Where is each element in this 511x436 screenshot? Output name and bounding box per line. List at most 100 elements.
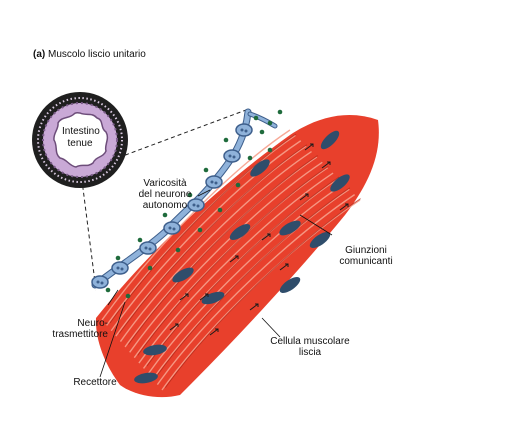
neurotransmitter-vesicle	[115, 255, 121, 261]
varicosity	[223, 149, 241, 163]
varicosity-vesicle	[120, 267, 124, 271]
gap-junction-mark	[279, 263, 289, 271]
varicosity	[235, 123, 253, 137]
gap-junction-mark	[209, 328, 219, 336]
nucleus	[201, 291, 225, 305]
varicosity-vesicle	[144, 246, 148, 250]
label-cellula-line1: Cellula muscolare	[270, 336, 350, 347]
varicosity-vesicle	[96, 280, 100, 284]
label-giunzioni: Giunzioni comunicanti	[330, 245, 402, 267]
neurotransmitter-vesicle	[247, 155, 253, 161]
label-varicosita-line3: autonomo	[142, 200, 188, 211]
varicosity	[187, 198, 205, 212]
inset-label-line1: Intestino	[62, 126, 100, 137]
neurotransmitter-vesicle	[125, 293, 131, 299]
varicosity-vesicle	[210, 180, 214, 184]
nucleus	[309, 231, 331, 249]
neurotransmitter-vesicle	[277, 109, 283, 115]
varicosity	[91, 275, 109, 289]
label-varicosita: Varicosità del neurone autonomo	[122, 178, 208, 211]
neurotransmitter-vesicle	[253, 115, 259, 121]
gap-junction-mark	[199, 293, 209, 301]
neurotransmitter-vesicle	[267, 147, 273, 153]
smooth-muscle-tissue	[95, 115, 379, 398]
varicosity-vesicle	[172, 227, 176, 231]
muscle-fiber	[147, 183, 345, 375]
label-neurotrasmettitore-line2: trasmettitore	[52, 329, 108, 340]
varicosity-vesicle	[100, 281, 104, 285]
neurotransmitter-vesicle	[162, 212, 168, 218]
label-varicosita-line2: del neurone	[138, 189, 192, 200]
varicosity-vesicle	[228, 154, 232, 158]
nucleus	[229, 223, 251, 241]
neurotransmitter-vesicle	[235, 182, 241, 188]
neurotransmitter-vesicle	[137, 237, 143, 243]
panel-letter: (a)	[33, 49, 46, 60]
varicosity-vesicle	[168, 226, 172, 230]
varicosity-vesicle	[214, 181, 218, 185]
varicosity-vesicle	[244, 129, 248, 133]
nucleus	[143, 344, 167, 356]
zoom-line-top	[111, 109, 247, 161]
varicosity	[139, 241, 157, 255]
neurotransmitter-vesicle	[267, 120, 273, 126]
neurotransmitter-vesicle	[187, 192, 193, 198]
intestine-lumen	[53, 112, 109, 168]
neurotransmitter-vesicle	[217, 207, 223, 213]
neurotransmitter-vesicle	[223, 137, 229, 143]
gap-junction-mark	[229, 255, 239, 263]
nucleus	[172, 267, 194, 283]
nucleus	[320, 130, 340, 150]
gap-junction-mark	[299, 193, 309, 201]
label-cellula: Cellula muscolare liscia	[260, 336, 360, 358]
muscle-fiber	[119, 150, 312, 342]
label-recettore: Recettore	[73, 377, 117, 388]
varicosity-vesicle	[192, 203, 196, 207]
muscle-fiber	[129, 161, 323, 353]
varicosity	[205, 175, 223, 189]
gap-junction-mark	[321, 161, 331, 169]
panel-title-text: Muscolo liscio unitario	[48, 49, 146, 60]
label-neurotrasmettitore-line1: Neuro-	[77, 318, 108, 329]
nucleus	[134, 372, 158, 384]
gap-junction-mark	[179, 293, 189, 301]
neurotransmitter-vesicle	[105, 287, 111, 293]
gap-junction-mark	[339, 203, 349, 211]
label-giunzioni-line2: comunicanti	[339, 256, 393, 267]
neurotransmitter-vesicle	[147, 265, 153, 271]
muscle-fiber-edge	[137, 165, 329, 356]
nucleus	[279, 220, 301, 236]
gap-junction-mark	[169, 323, 179, 331]
varicosity-vesicle	[232, 155, 236, 159]
intestine-cross-section	[32, 92, 128, 188]
neurotransmitter-vesicle	[175, 247, 181, 253]
leader-lines	[99, 189, 333, 378]
muscle-fiber	[138, 172, 334, 364]
gap-junction-mark	[261, 233, 271, 241]
gap-junction-mark	[304, 143, 314, 151]
muscle-fiber-edge	[164, 198, 361, 388]
inset-label-line2: tenue	[67, 138, 93, 149]
muscle-fiber	[110, 140, 302, 332]
varicosity-vesicle	[116, 266, 120, 270]
varicosity-vesicle	[148, 247, 152, 251]
muscle-fiber-edge	[128, 155, 318, 345]
muscle-fiber-edge	[118, 144, 308, 335]
varicosity	[163, 221, 181, 235]
neurotransmitter-vesicle	[197, 227, 203, 233]
neurotransmitter-vesicle	[203, 167, 209, 173]
label-giunzioni-line1: Giunzioni	[345, 245, 387, 256]
varicosity	[111, 261, 129, 275]
inset-label: Intestino tenue	[62, 126, 100, 150]
varicosity-vesicle	[196, 204, 200, 208]
nucleus	[330, 174, 350, 192]
label-cellula-line2: liscia	[298, 347, 322, 358]
gap-junction-mark	[249, 303, 259, 311]
label-varicosita-line1: Varicosità	[143, 178, 187, 189]
muscle-fiber	[156, 194, 356, 386]
muscle-fiber-edge	[146, 176, 340, 367]
neurotransmitter-vesicle	[259, 129, 265, 135]
autonomic-neuron	[91, 108, 278, 289]
muscle-fiber-edge	[155, 187, 351, 378]
